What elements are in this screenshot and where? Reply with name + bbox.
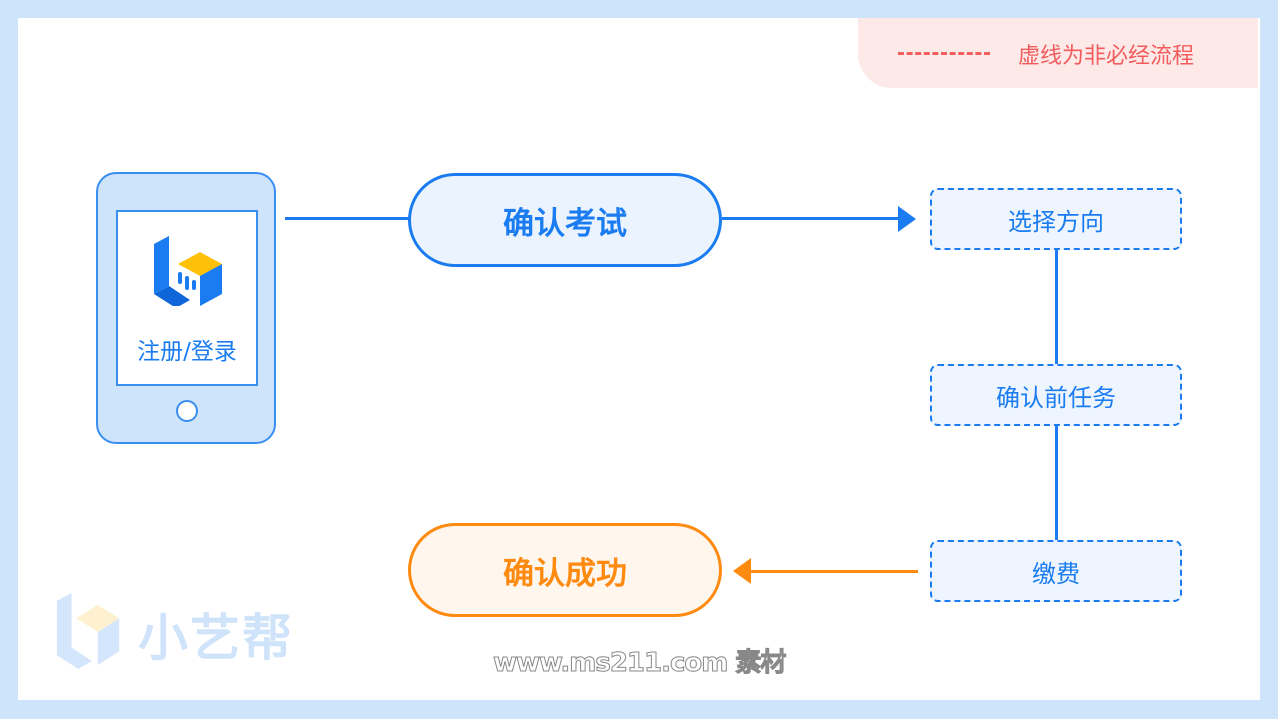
step-confirm-exam: 确认考试 [408,173,722,267]
connector [285,217,409,220]
step-pre-tasks: 确认前任务 [930,364,1182,426]
home-button-icon [176,400,198,422]
connector [1055,426,1058,540]
step-choose-direction: 选择方向 [930,188,1182,250]
connector-arrow [722,217,902,220]
site-watermark: www.ms211.com 素材 [492,648,786,679]
legend: 虚线为非必经流程 [858,18,1258,88]
phone-screen: 注册/登录 [116,210,258,386]
arrow-right-icon [898,206,916,232]
app-logo-icon [154,236,222,306]
watermark-logo-icon [56,593,120,669]
phone-node: 注册/登录 [96,172,276,444]
connector-arrow [750,570,918,573]
dashed-line-sample [898,52,990,55]
watermark-brand: 小艺帮 [138,609,294,667]
connector [1055,250,1058,364]
step-payment: 缴费 [930,540,1182,602]
step-success: 确认成功 [408,523,722,617]
arrow-left-icon [733,558,751,584]
legend-text: 虚线为非必经流程 [1018,44,1195,69]
register-login-label: 注册/登录 [137,339,237,365]
